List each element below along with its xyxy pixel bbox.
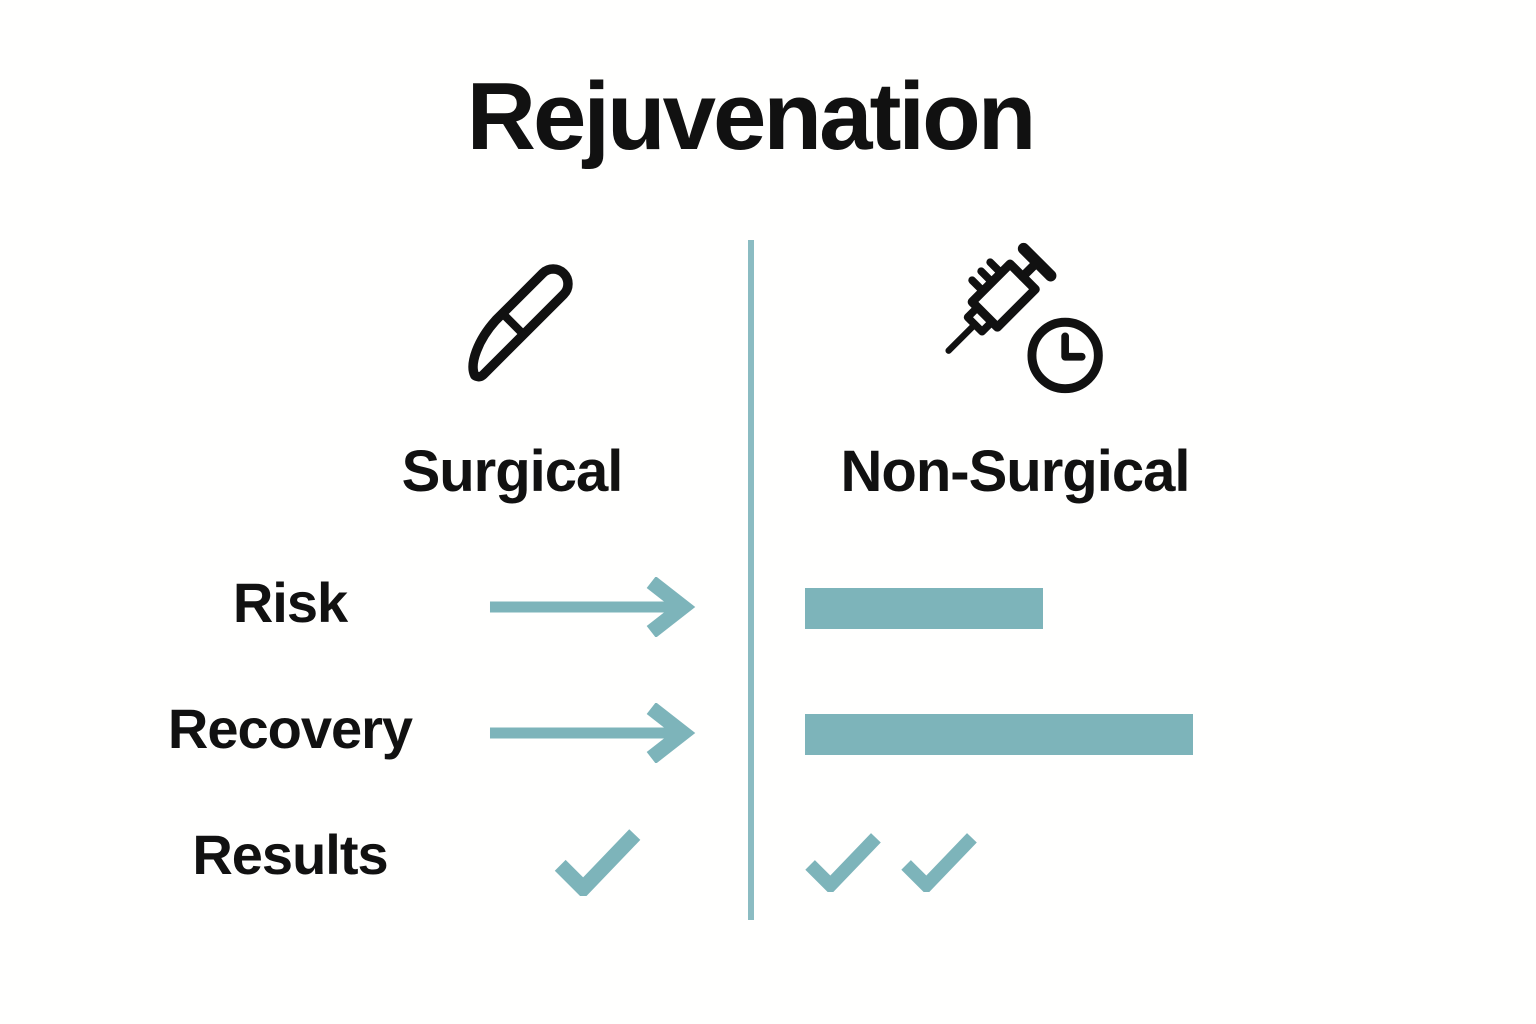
row-label-risk: Risk <box>232 571 348 634</box>
recovery-non-surgical-bar <box>805 714 1193 755</box>
page-title: Rejuvenation <box>466 63 1037 170</box>
column-header-surgical: Surgical <box>401 439 624 504</box>
row-label-recovery: Recovery <box>167 697 413 760</box>
column-header-non-surgical: Non-Surgical <box>840 439 1191 504</box>
risk-surgical-arrow-right-icon <box>488 576 712 638</box>
risk-non-surgical-bar <box>805 588 1043 629</box>
checkmark-icon <box>901 833 977 892</box>
column-divider-line <box>748 240 754 920</box>
syringe-clock-icon <box>912 238 1134 404</box>
results-non-surgical-checks <box>803 832 979 892</box>
checkmark-icon <box>805 833 881 892</box>
scalpel-icon <box>428 242 600 404</box>
checkmark-icon <box>554 829 641 896</box>
recovery-surgical-arrow-right-icon <box>488 702 712 764</box>
row-label-results: Results <box>192 823 388 886</box>
results-surgical-checks <box>550 828 645 896</box>
